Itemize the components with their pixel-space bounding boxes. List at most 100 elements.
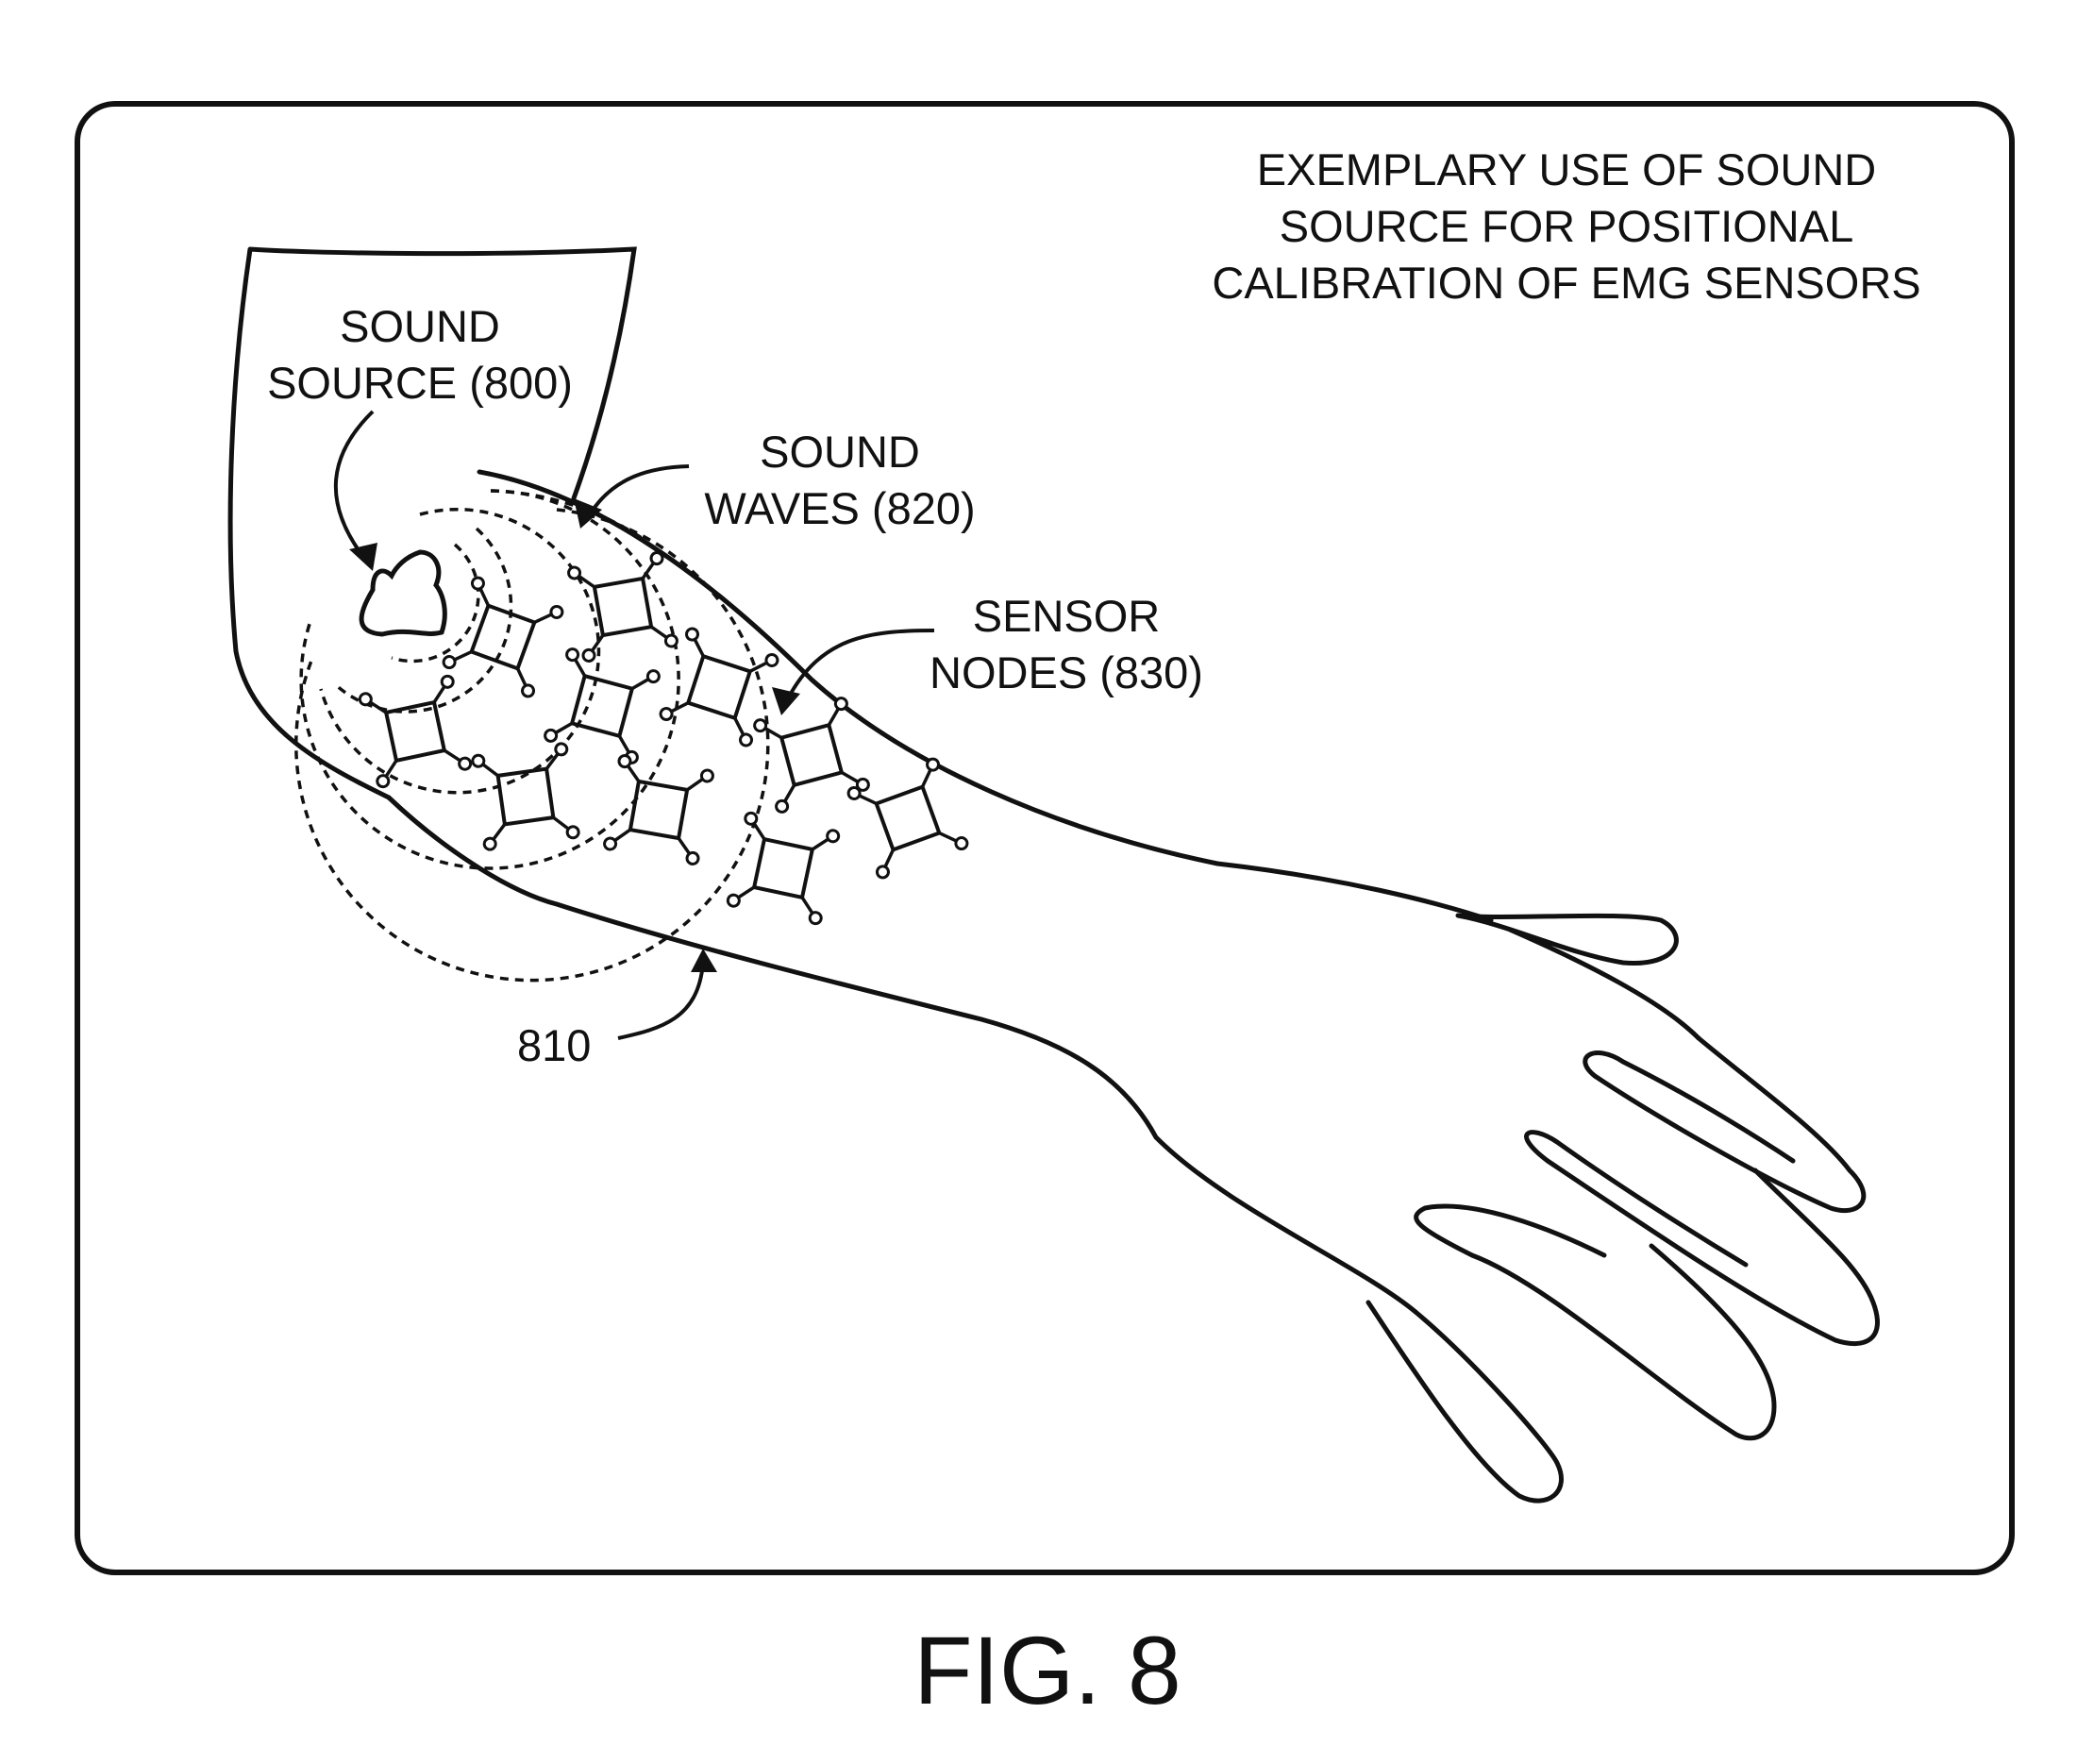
sensor-node-lead — [781, 785, 797, 801]
sensor-node — [442, 576, 563, 697]
sensor-node-lead — [939, 829, 956, 846]
figure-title-line: EXEMPLARY USE OF SOUND — [1114, 142, 2019, 198]
sensor-node-electrode — [359, 693, 372, 706]
sensor-node-lead — [826, 709, 842, 725]
little-finger-outline — [1368, 1302, 1561, 1501]
sensor-node-lead — [483, 763, 498, 778]
sensor-node-electrode — [775, 799, 789, 814]
sensor-node — [846, 757, 968, 879]
sensor-node-electrode — [459, 757, 472, 770]
sensor-node-lead — [383, 761, 399, 777]
sensor-node-electrode — [568, 566, 581, 580]
sensor-node-electrode — [954, 836, 968, 850]
sound-source-label-line: SOURCE (800) — [222, 355, 618, 412]
sensor-node — [727, 812, 840, 925]
index-finger-outline — [1585, 1038, 1864, 1211]
sensor-node-electrode — [727, 894, 740, 907]
sensor-node-lead — [738, 884, 754, 900]
sensor-node-lead — [687, 777, 702, 792]
sound-waves-label-line: WAVES (820) — [661, 480, 1019, 537]
sensor-node-electrode — [441, 675, 454, 688]
sensor-node-body — [472, 606, 535, 669]
sensor-node-lead — [632, 676, 648, 692]
sensor-node-lead — [842, 769, 858, 785]
sensor-node-electrode — [565, 647, 579, 662]
sound-waves-label-line: SOUND — [661, 424, 1019, 480]
sensor-node-electrode — [618, 755, 631, 768]
sensor-node-body — [572, 676, 632, 736]
sensor-node-electrode — [827, 830, 840, 843]
arm-reference-label: 810 — [517, 1017, 611, 1074]
sensor-node-electrode — [471, 576, 485, 590]
figure-title-line: SOURCE FOR POSITIONAL — [1114, 198, 2019, 255]
sensor-node-lead — [614, 828, 629, 843]
sensor-node — [604, 755, 714, 865]
sensor-node-lead — [513, 668, 530, 685]
sensor-node-electrode — [521, 683, 535, 697]
sensor-node-body — [498, 769, 554, 825]
sound-source-label: SOUND SOURCE (800) — [222, 298, 618, 412]
sound-source-shape — [361, 552, 444, 634]
sensor-node-lead — [616, 736, 632, 752]
sensor-node-electrode — [646, 669, 661, 683]
sensor-node-lead — [671, 698, 688, 715]
sensor-node-electrode — [753, 718, 767, 732]
sensor-node-electrode — [483, 837, 496, 850]
sensor-node-electrode — [686, 851, 699, 865]
sound-source-label-line: SOUND — [222, 298, 618, 355]
sensor-node-electrode — [664, 634, 678, 647]
sensor-node-lead — [454, 647, 471, 664]
sensor-node-body — [781, 725, 842, 785]
sensor-node-electrode — [377, 775, 390, 788]
sensor-nodes-label-line: NODES (830) — [906, 645, 1227, 701]
figure-title: EXEMPLARY USE OF SOUND SOURCE FOR POSITI… — [1114, 142, 2019, 311]
figure-title-line: CALIBRATION OF EMG SENSORS — [1114, 255, 2019, 311]
ring-finger-outline — [1416, 1206, 1774, 1438]
sensor-node-lead — [572, 660, 588, 676]
sensor-node-lead — [859, 791, 876, 808]
ref-810-leader — [618, 963, 703, 1038]
arrowhead — [349, 543, 377, 571]
sensor-node-electrode — [834, 697, 848, 711]
sensor-node-electrode — [604, 837, 617, 850]
sensor-node-body — [595, 579, 651, 635]
sensor-node-lead — [370, 699, 386, 715]
sensor-node-body — [754, 839, 812, 898]
sensor-node-lead — [880, 849, 897, 866]
sensor-node-electrode — [566, 826, 579, 839]
sensor-node-body — [877, 787, 940, 850]
sensor-node-electrode — [472, 754, 485, 767]
sensor-nodes-label-line: SENSOR — [906, 588, 1227, 645]
sensor-node-lead — [691, 639, 708, 656]
sensor-node — [472, 743, 579, 850]
sensor-nodes-group — [359, 552, 968, 925]
sensor-node-electrode — [650, 552, 663, 565]
sensor-node-lead — [534, 610, 551, 627]
sensor-node-lead — [677, 838, 692, 853]
sensor-node — [359, 675, 472, 788]
figure-number: FIG. 8 — [812, 1614, 1283, 1727]
sensor-node-lead — [492, 824, 507, 839]
sensor-node-lead — [431, 686, 447, 702]
sensor-node-electrode — [745, 812, 758, 825]
sensor-node — [568, 552, 678, 663]
sensor-node-electrode — [700, 769, 713, 782]
sensor-node-lead — [553, 815, 568, 831]
middle-finger-outline — [1527, 1133, 1878, 1344]
sensor-node-electrode — [739, 732, 753, 747]
sound-source-leader — [336, 412, 373, 557]
sensor-node-lead — [812, 836, 829, 852]
sensor-node-electrode — [555, 743, 568, 756]
sensor-node-electrode — [544, 729, 558, 743]
sensor-node-lead — [751, 823, 767, 839]
sensor-node-electrode — [659, 707, 673, 721]
sensor-node-electrode — [764, 653, 779, 667]
sensor-node-lead — [730, 718, 747, 735]
sensor-node-lead — [444, 748, 461, 764]
sensor-node-lead — [626, 765, 641, 781]
sensor-node-electrode — [685, 627, 699, 641]
sensor-nodes-label: SENSOR NODES (830) — [906, 588, 1227, 701]
sensor-node-lead — [556, 720, 572, 736]
sensor-node-electrode — [582, 648, 595, 662]
sensor-node-body — [688, 656, 750, 718]
